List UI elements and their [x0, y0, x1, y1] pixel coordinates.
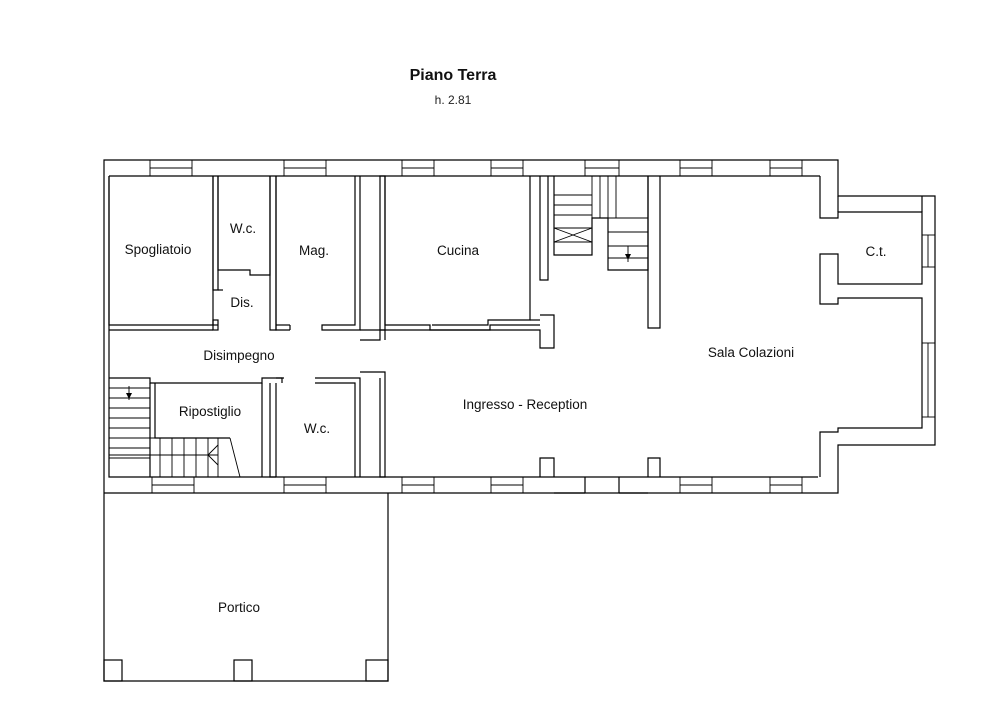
windows-right	[921, 234, 936, 418]
room-label-spogliatoio: Spogliatoio	[125, 242, 192, 257]
kitchen-walls	[380, 176, 555, 349]
room-label-ct: C.t.	[865, 244, 886, 259]
entrance-walls	[539, 457, 661, 494]
room-label-disimpegno: Disimpegno	[203, 348, 274, 363]
portico	[103, 493, 389, 682]
room-label-dis: Dis.	[230, 295, 253, 310]
room-label-mag: Mag.	[299, 243, 329, 258]
ceiling-height-label: h. 2.81	[434, 93, 472, 107]
room-label-wc-1: W.c.	[230, 221, 256, 236]
room-label-ingresso-reception: Ingresso - Reception	[463, 397, 588, 412]
boiler-room-walls	[819, 176, 923, 477]
room-label-cucina: Cucina	[437, 243, 480, 258]
room-label-sala-colazioni: Sala Colazioni	[708, 345, 794, 360]
room-label-wc-2: W.c.	[304, 421, 330, 436]
stairs-left	[109, 386, 241, 478]
windows-top	[149, 159, 803, 177]
outer-walls	[103, 159, 936, 494]
room-label-portico: Portico	[218, 600, 260, 615]
stairs-central	[553, 176, 661, 329]
left-block-walls	[108, 175, 386, 478]
room-label-ripostiglio: Ripostiglio	[179, 404, 241, 419]
windows-bottom	[151, 476, 803, 494]
plan-title: Piano Terra	[409, 67, 497, 84]
